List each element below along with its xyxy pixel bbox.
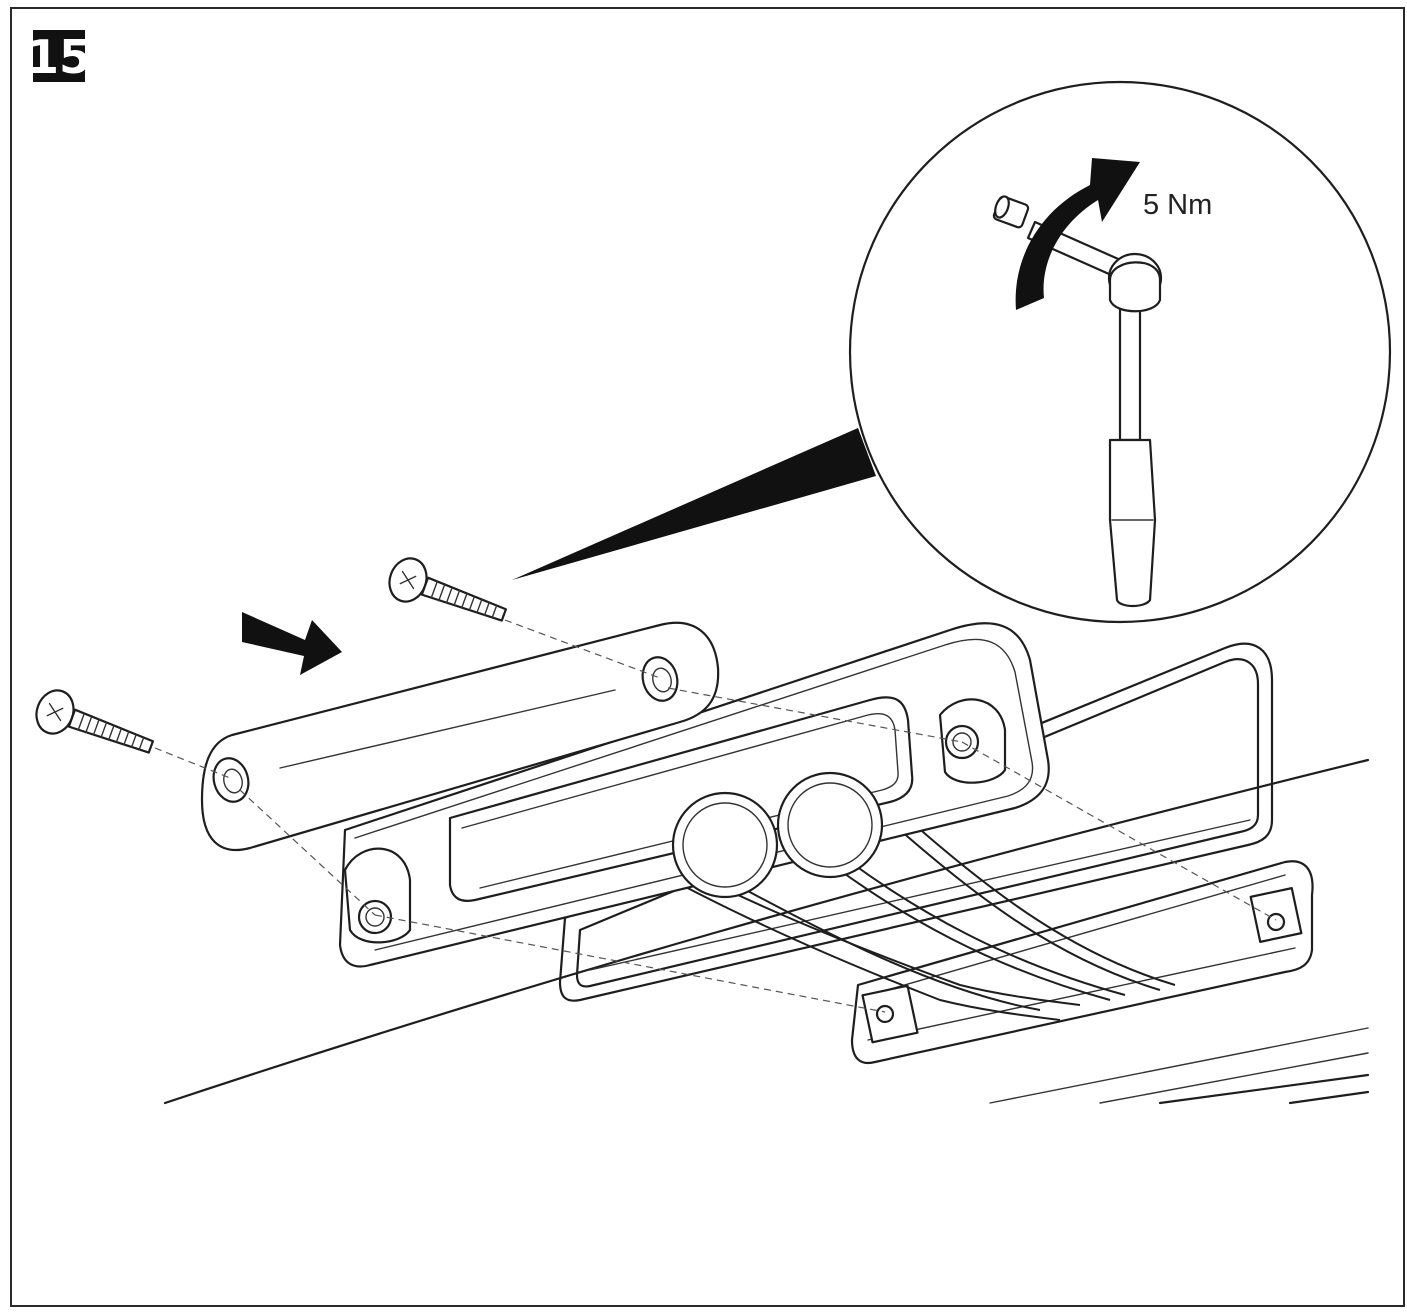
torque-value: 5 Nm [1143, 189, 1212, 221]
direction-arrow-icon [242, 612, 342, 675]
screw-icon [35, 689, 155, 754]
torx-bit-icon [992, 195, 1030, 229]
mounting-base [850, 860, 1314, 1065]
alignment-lines [154, 619, 1277, 1013]
rotation-arrow-icon [1015, 158, 1140, 310]
cover-strip [200, 621, 720, 852]
callout-pointer [512, 428, 876, 580]
screw-icon [388, 557, 508, 622]
step-number: 15 [27, 30, 91, 84]
vehicle-body-lines [163, 758, 1370, 1105]
wire-bracket [558, 642, 1274, 1002]
brake-light-housing [338, 622, 1050, 968]
step-badge: 15 [27, 30, 91, 84]
detail-callout: 5 Nm [848, 80, 1392, 624]
